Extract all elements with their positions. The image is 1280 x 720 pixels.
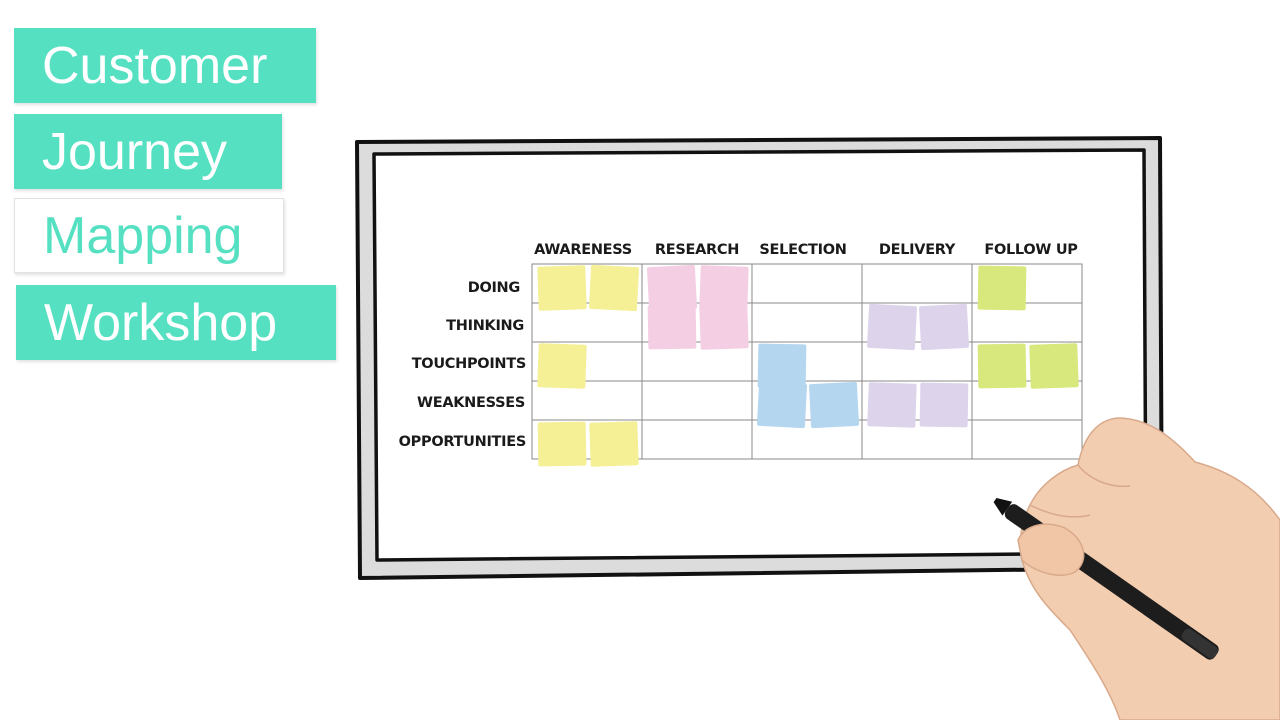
- hand-holding-marker-icon: [993, 417, 1280, 720]
- title-line-customer: Customer: [14, 28, 316, 103]
- sticky-note-purple: [918, 303, 970, 351]
- sticky-note-blue: [757, 343, 807, 389]
- sticky-note-green: [977, 343, 1027, 389]
- sticky-note-yellow: [589, 421, 639, 467]
- column-headers: AWARENESS RESEARCH SELECTION DELIVERY FO…: [534, 242, 1078, 258]
- column-header-selection: SELECTION: [759, 242, 846, 258]
- sticky-note-purple: [919, 382, 969, 428]
- row-headers: DOING THINKING TOUCHPOINTS WEAKNESSES OP…: [399, 280, 527, 450]
- sticky-note-green: [1029, 343, 1079, 389]
- sticky-notes: [537, 264, 1079, 467]
- sticky-note-yellow: [537, 421, 587, 467]
- column-header-research: RESEARCH: [655, 242, 739, 258]
- sticky-note-yellow: [588, 264, 640, 312]
- sticky-note-pink: [646, 264, 698, 312]
- row-header-thinking: THINKING: [446, 318, 524, 334]
- sticky-note-purple: [867, 382, 917, 428]
- sticky-note-yellow: [537, 343, 587, 389]
- sticky-note-purple: [866, 303, 918, 351]
- sticky-note-pink: [699, 304, 749, 350]
- column-header-awareness: AWARENESS: [534, 242, 632, 258]
- sticky-note-pink: [699, 265, 749, 311]
- row-header-weaknesses: WEAKNESSES: [417, 395, 525, 411]
- sticky-note-yellow: [537, 265, 587, 311]
- sticky-note-blue: [756, 381, 808, 429]
- column-header-follow-up: FOLLOW UP: [984, 242, 1078, 258]
- sticky-note-blue: [808, 381, 860, 429]
- sticky-note-green: [977, 265, 1027, 311]
- title-line-workshop: Workshop: [16, 285, 336, 360]
- title-line-mapping: Mapping: [14, 198, 284, 273]
- row-header-touchpoints: TOUCHPOINTS: [412, 356, 526, 372]
- title-line-journey: Journey: [14, 114, 282, 189]
- row-header-doing: DOING: [468, 280, 520, 296]
- column-header-delivery: DELIVERY: [879, 242, 956, 258]
- row-header-opportunities: OPPORTUNITIES: [399, 434, 526, 450]
- sticky-note-pink: [647, 304, 697, 350]
